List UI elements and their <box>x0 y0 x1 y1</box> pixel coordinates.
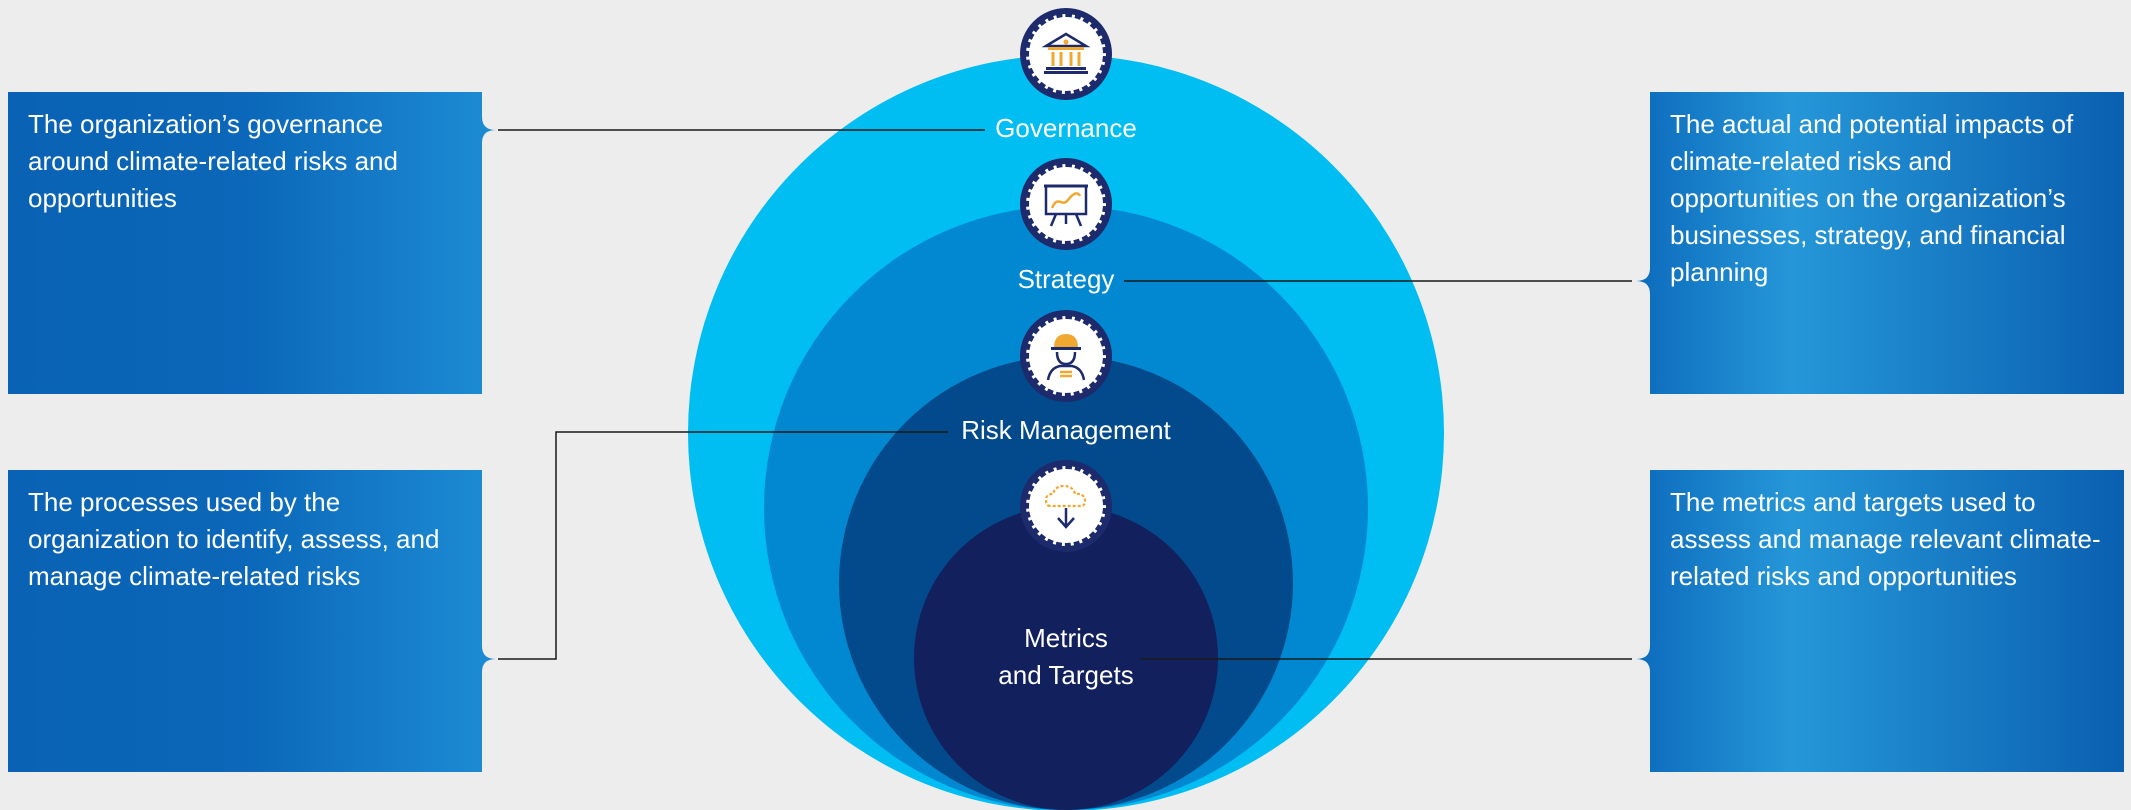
notch-governance <box>482 117 496 143</box>
ring-metrics-targets <box>914 506 1218 810</box>
label-metrics-targets: Metrics and Targets <box>998 623 1134 690</box>
notch-strategy <box>1636 268 1650 294</box>
cloud-download-icon <box>1044 484 1087 529</box>
notch-metrics-targets <box>1636 646 1650 672</box>
panel-risk-management-text: The processes used by the organization t… <box>28 487 440 591</box>
governance-badge <box>1020 8 1112 100</box>
panel-governance: The organization’s governance around cli… <box>8 92 482 394</box>
bank-building-icon <box>1041 32 1091 74</box>
label-strategy: Strategy <box>1017 264 1115 294</box>
panel-strategy-text: The actual and potential impacts of clim… <box>1670 109 2074 287</box>
presentation-board-icon <box>1044 184 1088 227</box>
panel-governance-text: The organization’s governance around cli… <box>28 109 398 213</box>
panel-strategy: The actual and potential impacts of clim… <box>1650 92 2124 394</box>
label-governance: Governance <box>995 113 1137 143</box>
risk-management-badge <box>1020 310 1112 402</box>
worker-hardhat-icon <box>1046 334 1086 381</box>
panel-risk-management: The processes used by the organization t… <box>8 470 482 772</box>
strategy-badge <box>1020 158 1112 250</box>
connector-risk-management <box>498 431 948 660</box>
metrics-targets-badge <box>1020 460 1112 552</box>
notch-risk-management <box>482 646 496 672</box>
label-risk-management: Risk Management <box>961 415 1171 445</box>
panel-metrics-targets: The metrics and targets used to assess a… <box>1650 470 2124 772</box>
panel-metrics-targets-text: The metrics and targets used to assess a… <box>1670 487 2101 591</box>
